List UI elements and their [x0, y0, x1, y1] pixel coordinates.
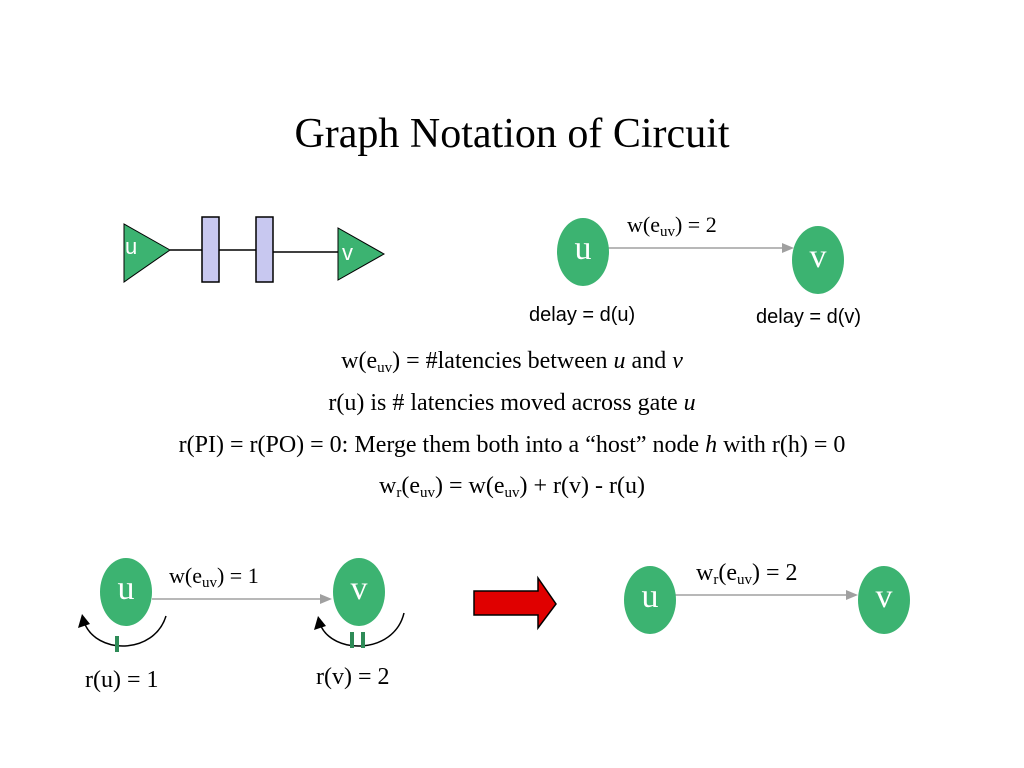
edge-right-arrowhead [846, 590, 858, 600]
latch-2 [255, 216, 274, 283]
edge-top-arrowhead [782, 243, 794, 253]
definition-line-4: wr(euv) = w(euv) + r(v) - r(u) [379, 473, 645, 501]
node-v-left: v [333, 558, 385, 626]
retime-arc-v-arrowhead [314, 616, 326, 630]
definition-line-3: r(PI) = r(PO) = 0: Merge them both into … [178, 432, 846, 458]
node-u-right: u [624, 566, 676, 634]
retime-label-v: r(v) = 2 [316, 664, 390, 690]
definition-line-2: r(u) is # latencies moved across gate u [328, 390, 696, 416]
node-u-top: u [557, 218, 609, 286]
retime-arc-u-arrowhead [78, 614, 90, 628]
gate-v-triangle [337, 227, 386, 281]
node-v-top: v [792, 226, 844, 294]
edge-left-arrowhead [320, 594, 332, 604]
edge-weight-right: wr(euv) = 2 [696, 560, 798, 588]
page-title: Graph Notation of Circuit [294, 111, 730, 157]
node-v-right: v [858, 566, 910, 634]
gate-v-label: v [342, 240, 353, 265]
edge-weight-top: w(euv) = 2 [627, 212, 717, 240]
definition-line-1: w(euv) = #latencies between u and v [341, 348, 683, 376]
retime-label-u: r(u) = 1 [85, 667, 159, 693]
node-u-left: u [100, 558, 152, 626]
right-arrow-icon [473, 575, 557, 631]
retime-arc-icon [83, 615, 167, 647]
edge-weight-left: w(euv) = 1 [169, 563, 259, 591]
delay-u-label: delay = d(u) [529, 304, 636, 326]
gate-u-triangle [123, 223, 171, 283]
latch-1 [201, 216, 220, 283]
gate-u-label: u [125, 234, 138, 259]
delay-v-label: delay = d(v) [756, 306, 862, 328]
